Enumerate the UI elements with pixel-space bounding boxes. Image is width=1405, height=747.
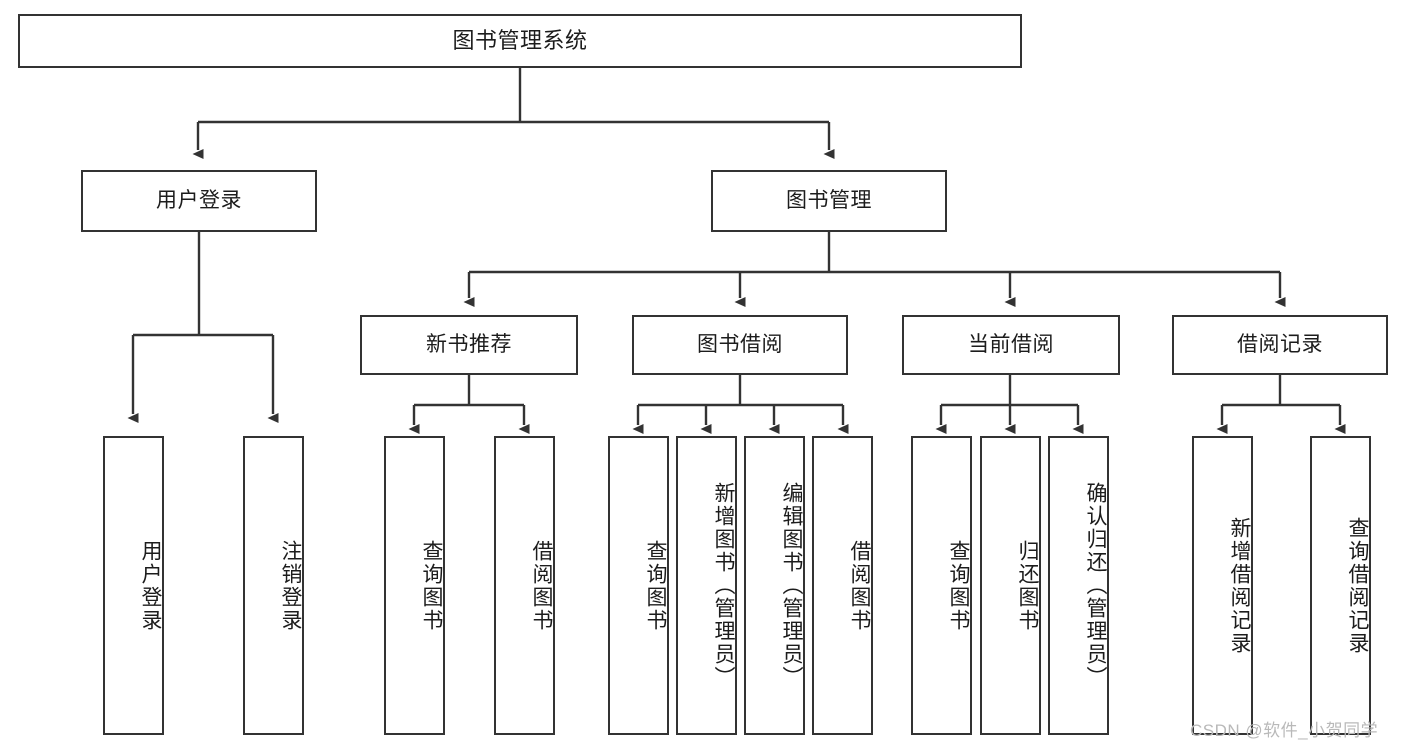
leaf-label: 新增图书（管理员） <box>712 482 735 689</box>
leaf-label: 用户登录 <box>139 539 162 632</box>
leaf-new-book-borrow[interactable]: 借阅图书 <box>494 436 555 735</box>
node-user-login[interactable]: 用户登录 <box>81 170 317 232</box>
leaf-borrow-edit-book-admin[interactable]: 编辑图书（管理员） <box>744 436 805 735</box>
leaf-current-return-book[interactable]: 归还图书 <box>980 436 1041 735</box>
leaf-borrow-add-book-admin[interactable]: 新增图书（管理员） <box>676 436 737 735</box>
node-new-book-recommend[interactable]: 新书推荐 <box>360 315 578 375</box>
leaf-label: 确认归还（管理员） <box>1084 482 1107 689</box>
leaf-records-query-record[interactable]: 查询借阅记录 <box>1310 436 1371 735</box>
leaf-label: 编辑图书（管理员） <box>780 482 803 689</box>
leaf-label: 查询借阅记录 <box>1346 516 1369 655</box>
node-book-management[interactable]: 图书管理 <box>711 170 947 232</box>
leaf-current-query-book[interactable]: 查询图书 <box>911 436 972 735</box>
leaf-records-add-record[interactable]: 新增借阅记录 <box>1192 436 1253 735</box>
csdn-watermark: CSDN @软件_小贺同学 <box>1190 721 1379 740</box>
leaf-label: 借阅图书 <box>530 539 553 632</box>
node-book-borrow[interactable]: 图书借阅 <box>632 315 848 375</box>
leaf-user-login-signin[interactable]: 用户登录 <box>103 436 164 735</box>
leaf-label: 查询图书 <box>420 539 443 632</box>
leaf-current-confirm-return-admin[interactable]: 确认归还（管理员） <box>1048 436 1109 735</box>
leaf-label: 查询图书 <box>644 539 667 632</box>
leaf-label: 新增借阅记录 <box>1228 516 1251 655</box>
node-borrow-records[interactable]: 借阅记录 <box>1172 315 1388 375</box>
node-root-system[interactable]: 图书管理系统 <box>18 14 1022 68</box>
leaf-borrow-borrow-book[interactable]: 借阅图书 <box>812 436 873 735</box>
leaf-user-login-signout[interactable]: 注销登录 <box>243 436 304 735</box>
node-current-borrow[interactable]: 当前借阅 <box>902 315 1120 375</box>
leaf-label: 归还图书 <box>1016 539 1039 632</box>
leaf-borrow-query-book[interactable]: 查询图书 <box>608 436 669 735</box>
leaf-label: 注销登录 <box>279 539 302 632</box>
leaf-label: 借阅图书 <box>848 539 871 632</box>
leaf-new-book-query[interactable]: 查询图书 <box>384 436 445 735</box>
leaf-label: 查询图书 <box>947 539 970 632</box>
